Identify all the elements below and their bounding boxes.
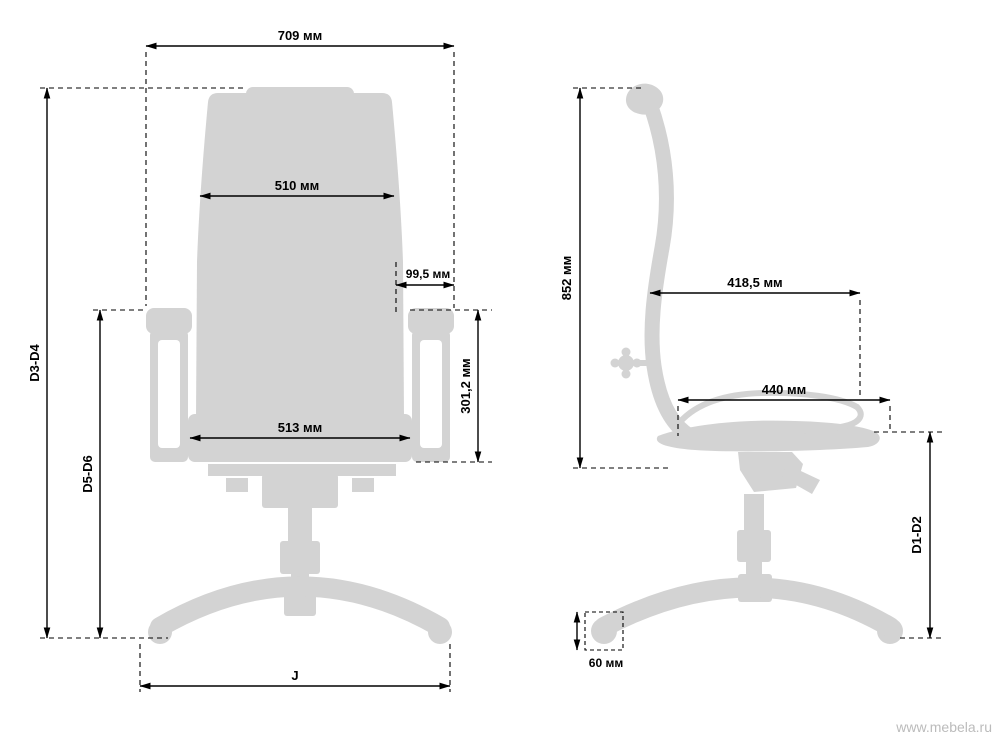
front-base-arc — [150, 576, 450, 637]
caster-outline-box — [584, 611, 624, 651]
side-backrest-frame — [642, 96, 698, 444]
lumbar-knob-petal — [621, 347, 631, 357]
side-armrest-bottom — [721, 404, 864, 435]
side-gas-lift-block — [737, 530, 771, 562]
front-base-width-label: J — [291, 668, 298, 683]
lumbar-knob-petal — [610, 358, 620, 368]
front-overall-width-label: 709 мм — [278, 28, 323, 43]
side-back-height-label: 852 мм — [559, 256, 574, 301]
front-seat-width-label: 513 мм — [278, 420, 323, 435]
front-view-chair — [146, 87, 454, 644]
front-armrest-to-floor-label: D5-D6 — [80, 455, 95, 493]
armrest-right-pad — [408, 308, 454, 334]
side-lever — [782, 464, 820, 494]
front-overall-height-label: D3-D4 — [27, 343, 42, 381]
mechanism-left-tab — [226, 478, 248, 492]
gas-lift-block — [280, 541, 320, 574]
armrest-left-pad — [146, 308, 192, 334]
backrest — [196, 93, 404, 418]
front-armrest-height-label: 301,2 мм — [458, 358, 473, 413]
side-caster-diameter-label: 60 мм — [589, 656, 624, 670]
armrest-right-window — [420, 340, 442, 448]
front-backrest-width-label: 510 мм — [275, 178, 320, 193]
solid-dimension-lines — [43, 42, 934, 690]
dimension-labels: 709 мм 510 мм 99,5 мм 301,2 мм 513 мм D3… — [27, 28, 924, 683]
seat-underplate — [208, 464, 396, 476]
front-armrest-offset-label: 99,5 мм — [406, 267, 451, 281]
watermark: www.mebela.ru — [895, 719, 992, 735]
lumbar-knob-petal — [621, 369, 631, 379]
side-armrest-top — [677, 389, 860, 425]
side-seat-height-label: D1-D2 — [909, 516, 924, 554]
side-base-arc — [594, 577, 900, 637]
side-mechanism — [738, 452, 803, 492]
extension-lines — [40, 52, 942, 692]
dimension-lines — [40, 42, 942, 692]
side-view-chair — [591, 83, 903, 644]
gas-lift-upper — [288, 505, 312, 545]
mechanism-right-tab — [352, 478, 374, 492]
side-upper-depth-label: 418,5 мм — [727, 275, 782, 290]
lumbar-knob — [618, 355, 634, 371]
mechanism-center-block — [262, 474, 338, 508]
armrest-left-window — [158, 340, 180, 448]
side-gas-lift-upper — [744, 494, 764, 532]
side-seat-depth-label: 440 мм — [762, 382, 807, 397]
